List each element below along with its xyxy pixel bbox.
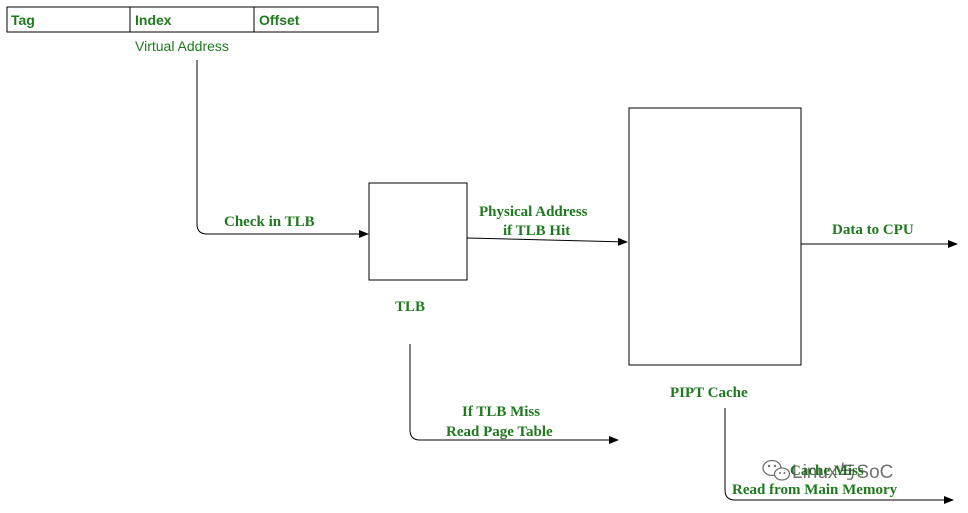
- pipt-cache-box: [628, 107, 802, 366]
- watermark-text: Linux与SoC: [792, 461, 893, 483]
- field-offset: Offset: [259, 12, 300, 28]
- tlb-label: TLB: [395, 299, 425, 315]
- data-to-cpu-label: Data to CPU: [832, 222, 914, 238]
- tlb-miss-arrow: [409, 344, 619, 444]
- physical-address-label-line2: if TLB Hit: [503, 223, 570, 239]
- tlb-miss-label-line1: If TLB Miss: [462, 404, 540, 420]
- watermark: Linux与SoC: [762, 459, 893, 483]
- field-index: Index: [135, 12, 172, 28]
- address-field-box: [6, 6, 379, 33]
- field-tag: Tag: [11, 12, 35, 28]
- tlb-box: [368, 182, 468, 281]
- virtual-address-label: Virtual Address: [135, 38, 229, 54]
- physical-address-arrow: [466, 237, 628, 246]
- cache-miss-label-line2: Read from Main Memory: [732, 482, 898, 498]
- virtual-address-fields: Tag Index Offset: [6, 6, 379, 33]
- check-in-tlb-arrow: [196, 60, 369, 238]
- pipt-cache-label: PIPT Cache: [670, 385, 748, 401]
- check-in-tlb-label: Check in TLB: [224, 214, 315, 230]
- cache-miss-label-line1: Cache Miss: [790, 463, 864, 479]
- physical-address-label-line1: Physical Address: [479, 204, 588, 220]
- tlb-miss-label-line2: Read Page Table: [446, 424, 553, 440]
- wechat-icon: [762, 459, 791, 481]
- cache-miss-arrow: [724, 408, 954, 504]
